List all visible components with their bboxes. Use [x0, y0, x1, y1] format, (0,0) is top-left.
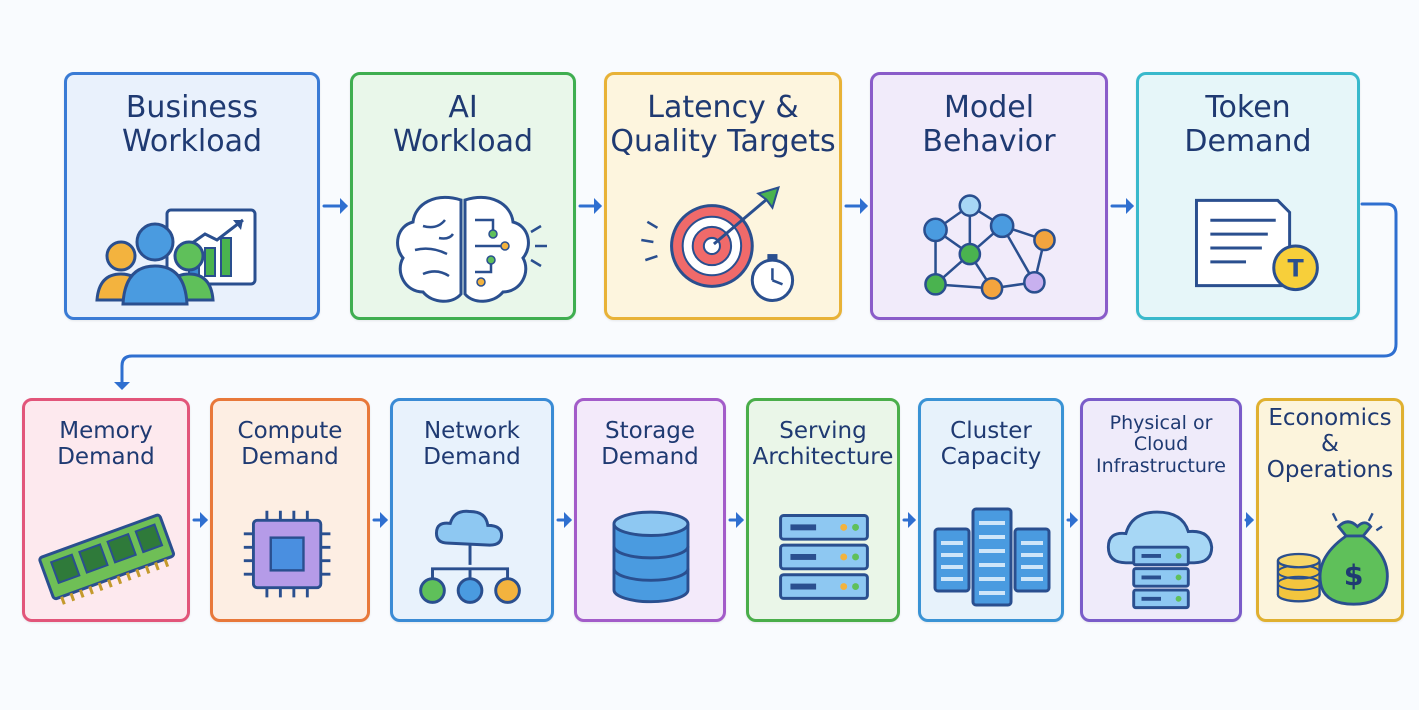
arrow-head	[736, 512, 744, 528]
cpu-chip-icon	[213, 489, 367, 619]
step-title-line: AI	[448, 90, 478, 126]
step-title-line: Demand	[423, 444, 521, 470]
step-title-line: Serving	[779, 418, 867, 445]
arrow-head	[380, 512, 388, 528]
cloud-network-icon	[393, 489, 551, 619]
server-rack-icon	[749, 489, 897, 619]
wrap-connector-arrow	[120, 202, 1398, 384]
step-title-line: Demand	[1184, 124, 1312, 159]
arrow-head	[1246, 512, 1254, 528]
step-title-line: Latency &	[647, 90, 799, 126]
step-title-line: Capacity	[940, 444, 1042, 470]
step-title-line: Physical or Cloud	[1109, 412, 1213, 456]
step-title-line: Cluster	[950, 418, 1032, 445]
arrow-head	[908, 512, 916, 528]
step-title-line: Model	[943, 90, 1035, 126]
target-stopwatch-icon	[607, 175, 839, 317]
step-title-line: Architecture	[752, 444, 894, 470]
token-symbol: T	[1287, 255, 1304, 283]
ram-module-icon	[25, 489, 187, 619]
step-title: Economics &Operations	[1259, 401, 1401, 489]
arrow-head	[1126, 198, 1134, 214]
step-title-line: Demand	[241, 444, 339, 470]
step-title-line: Storage	[605, 418, 695, 445]
people-chart-icon	[67, 175, 317, 317]
step-title-line: Token	[1205, 90, 1291, 126]
arrow-head	[340, 198, 348, 214]
database-icon	[577, 489, 723, 619]
arrow-head	[564, 512, 572, 528]
server-cluster-icon	[921, 489, 1061, 619]
arrow-head	[114, 382, 130, 390]
step-title-line: Workload	[392, 124, 534, 159]
arrow-head	[594, 198, 602, 214]
step-title-line: Compute	[237, 418, 343, 445]
money-symbol: $	[1344, 559, 1364, 592]
cloud-server-icon	[1083, 489, 1239, 619]
step-economics-operations: Economics &Operations $	[1256, 398, 1404, 622]
step-title-line: Memory	[59, 418, 153, 445]
step-title-line: Operations	[1266, 456, 1394, 483]
step-title-line: Infrastructure	[1095, 454, 1226, 477]
step-title-line: Demand	[57, 444, 155, 470]
step-title-line: Behavior	[922, 124, 1056, 159]
step-title: Latency &Quality Targets	[607, 75, 839, 175]
step-title-line: Workload	[121, 124, 263, 159]
step-title-line: Quality Targets	[610, 124, 836, 159]
step-title-line: Business	[125, 90, 259, 126]
arrow-head	[1070, 512, 1078, 528]
network-graph-icon	[873, 175, 1105, 317]
step-latency-quality: Latency &Quality Targets	[604, 72, 842, 320]
money-bag-coins-icon: $	[1259, 489, 1401, 619]
brain-circuit-icon	[353, 175, 573, 317]
step-title-line: Network	[423, 418, 521, 445]
arrow-head	[860, 198, 868, 214]
step-title-line: Economics &	[1268, 405, 1392, 458]
step-title-line: Demand	[601, 444, 699, 470]
document-token-icon: T	[1139, 175, 1357, 317]
arrow-head	[200, 512, 208, 528]
